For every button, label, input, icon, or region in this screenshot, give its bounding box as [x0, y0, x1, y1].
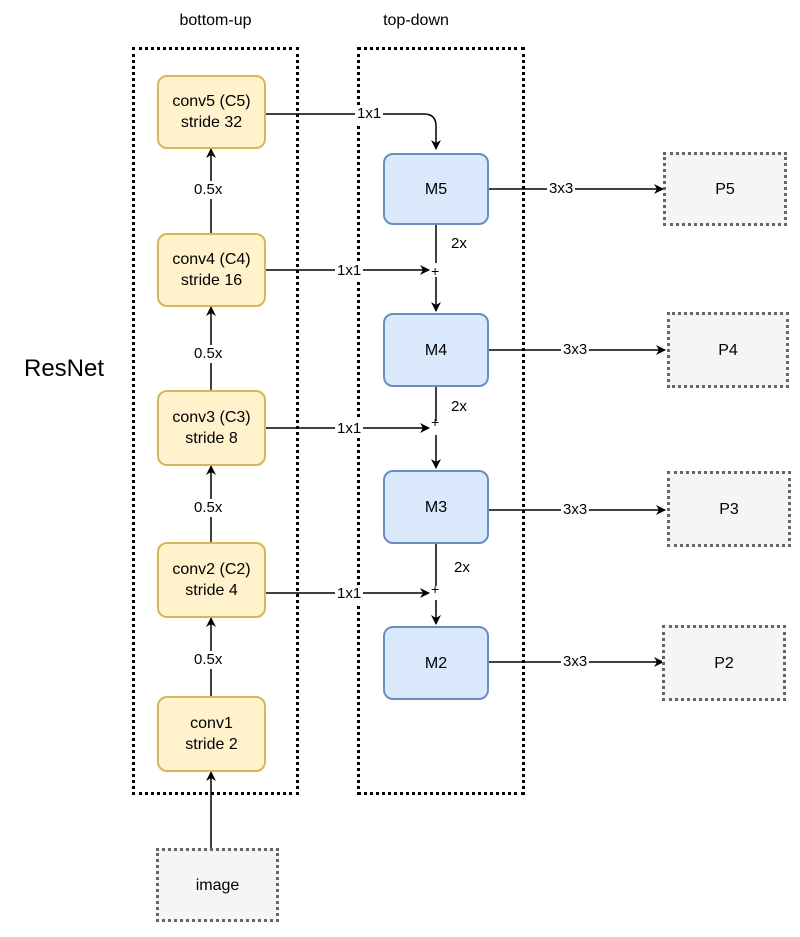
top-down-header: top-down: [383, 12, 449, 29]
conv2-title: conv2 (C2): [172, 561, 251, 578]
merge-node-3: +: [431, 414, 440, 430]
conv5-node: conv5 (C5) stride 32: [157, 75, 266, 149]
upsample-label-3: 2x: [454, 559, 470, 576]
upsample-label-1: 2x: [451, 235, 467, 252]
p2-node: P2: [662, 625, 786, 701]
smooth-label-p4: 3x3: [561, 341, 590, 359]
downsample-label-3: 0.5x: [192, 499, 225, 517]
image-input-node: image: [156, 848, 279, 922]
p5-node: P5: [663, 152, 787, 226]
lateral-label-c2: 1x1: [335, 585, 364, 603]
conv4-node: conv4 (C4) stride 16: [157, 233, 266, 307]
conv3-node: conv3 (C3) stride 8: [157, 390, 266, 466]
upsample-label-2: 2x: [451, 398, 467, 415]
conv3-title: conv3 (C3): [172, 409, 251, 426]
bottom-up-header: bottom-up: [179, 12, 252, 29]
p4-node: P4: [667, 312, 789, 388]
arrow-c5-m5: [266, 113, 441, 150]
lateral-label-c5: 1x1: [355, 105, 384, 123]
m4-node: M4: [383, 313, 489, 387]
lateral-label-c4: 1x1: [335, 262, 364, 280]
p3-node: P3: [667, 471, 791, 547]
merge-node-4: +: [431, 263, 440, 279]
conv1-stride: stride 2: [185, 736, 238, 753]
bottom-up-group: [132, 47, 299, 795]
merge-node-2: +: [431, 581, 440, 597]
conv2-node: conv2 (C2) stride 4: [157, 542, 266, 618]
conv5-title: conv5 (C5): [172, 93, 251, 110]
conv1-title: conv1: [190, 715, 233, 732]
conv2-stride: stride 4: [185, 582, 238, 599]
conv5-stride: stride 32: [180, 114, 243, 131]
downsample-label-2: 0.5x: [192, 345, 225, 363]
downsample-label-1: 0.5x: [192, 181, 225, 199]
resnet-label: ResNet: [24, 355, 105, 382]
conv4-title: conv4 (C4): [172, 251, 251, 268]
conv3-stride: stride 8: [185, 430, 238, 447]
conv1-node: conv1 stride 2: [157, 696, 266, 772]
smooth-label-p3: 3x3: [561, 501, 590, 519]
m5-node: M5: [383, 153, 489, 225]
smooth-label-p2: 3x3: [561, 653, 590, 671]
m2-node: M2: [383, 626, 489, 700]
lateral-label-c3: 1x1: [335, 420, 364, 438]
downsample-label-4: 0.5x: [192, 651, 225, 669]
m3-node: M3: [383, 470, 489, 544]
smooth-label-p5: 3x3: [547, 180, 576, 198]
conv4-stride: stride 16: [180, 272, 243, 289]
